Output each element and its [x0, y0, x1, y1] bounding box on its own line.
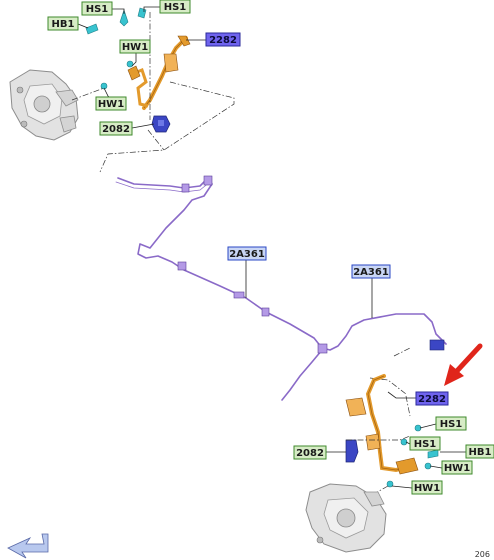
svg-text:2282: 2282	[418, 394, 446, 405]
leader-lines-bottom	[326, 391, 466, 489]
construction-lines-mid	[369, 347, 411, 417]
label-2082-top: 2082	[99, 121, 133, 136]
svg-text:2A361: 2A361	[229, 249, 265, 260]
svg-text:HS1: HS1	[440, 419, 463, 430]
brake-hose-top	[127, 35, 191, 110]
brake-line-clips	[177, 175, 445, 354]
hose-bracket-bottom-2082	[345, 439, 359, 463]
svg-text:HW1: HW1	[444, 463, 470, 474]
svg-text:2082: 2082	[102, 124, 130, 135]
construction-lines-top	[71, 12, 235, 173]
label-2282-top: 2282	[205, 32, 241, 47]
svg-text:HS1: HS1	[164, 2, 187, 13]
label-hs1-top-right: HS1	[159, 0, 191, 14]
svg-text:HS1: HS1	[86, 4, 109, 15]
figure-number: 206	[475, 550, 490, 559]
svg-text:HB1: HB1	[469, 447, 492, 458]
label-hw1-top-upper: HW1	[119, 39, 151, 54]
svg-text:2282: 2282	[209, 35, 237, 46]
fittings-bottom	[386, 424, 439, 488]
svg-text:2082: 2082	[296, 448, 324, 459]
brake-caliper-top	[9, 69, 79, 141]
label-hs1-bottom-upper: HS1	[435, 416, 467, 431]
brake-line-2A361	[115, 177, 447, 401]
label-2082-bottom: 2082	[293, 445, 327, 460]
brake-caliper-bottom	[305, 483, 387, 553]
svg-text:HS1: HS1	[414, 439, 437, 450]
label-2a361-right: 2A361	[351, 264, 391, 279]
brake-hose-bottom	[345, 374, 419, 475]
svg-text:HW1: HW1	[414, 483, 440, 494]
label-hw1-bottom-upper: HW1	[441, 460, 473, 475]
label-2a361-mid: 2A361	[227, 246, 267, 261]
svg-text:HW1: HW1	[98, 99, 124, 110]
svg-text:HB1: HB1	[52, 19, 75, 30]
label-hb1-bottom: HB1	[465, 444, 494, 459]
label-2282-bottom: 2282	[415, 391, 449, 406]
label-hw1-bottom-lower: HW1	[411, 480, 443, 495]
label-hw1-top-lower: HW1	[95, 96, 127, 111]
svg-text:2A361: 2A361	[353, 267, 389, 278]
label-hs1-top-left: HS1	[81, 1, 113, 16]
view-direction-arrow-icon	[7, 533, 49, 559]
label-hb1-top: HB1	[47, 16, 79, 31]
leader-lines-mid	[245, 258, 373, 318]
red-callout-arrow	[444, 343, 483, 386]
svg-text:HW1: HW1	[122, 42, 148, 53]
label-hs1-bottom-lower: HS1	[409, 436, 441, 451]
hose-bracket-top-2082	[151, 115, 171, 133]
